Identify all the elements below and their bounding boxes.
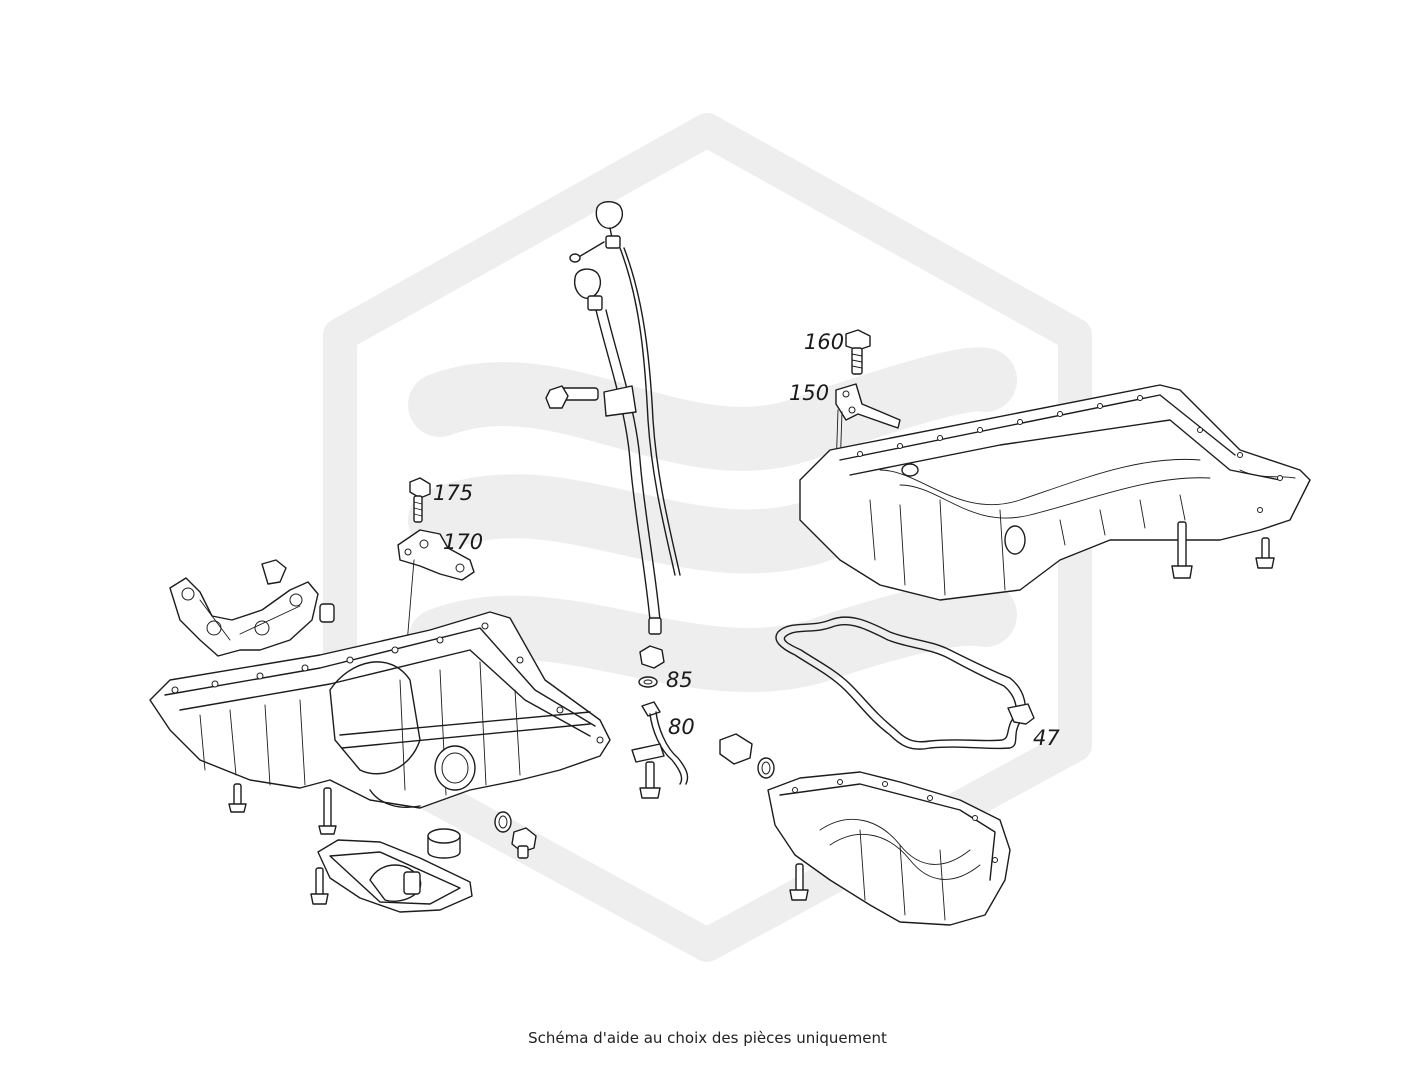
callout-80: 80 — [668, 715, 695, 739]
dipstick-guide-tube — [545, 268, 662, 635]
main-pan-bolts — [228, 783, 337, 835]
drain-plug-right — [719, 733, 775, 779]
pump-cover-plate — [310, 839, 473, 913]
callout-47: 47 — [1033, 726, 1060, 750]
callout-175: 175 — [433, 481, 473, 505]
engine-bracket — [169, 559, 335, 657]
callout-160: 160 — [804, 330, 844, 354]
lower-oil-pan — [767, 771, 1011, 926]
drain-pipe-80 — [631, 701, 689, 799]
oil-dipstick — [569, 201, 681, 576]
bolt-160 — [845, 329, 871, 375]
upper-oil-pan — [799, 384, 1311, 601]
cylinder-plug — [427, 828, 461, 859]
drain-plug-left — [494, 811, 537, 859]
diagram-caption: Schéma d'aide au choix des pièces unique… — [528, 1029, 887, 1047]
callout-170: 170 — [443, 530, 483, 554]
gasket-47 — [775, 616, 1035, 750]
upper-pan-bolts — [1171, 521, 1275, 579]
callout-labels: 160 150 175 170 85 80 47 — [433, 330, 1060, 750]
watermark-logo — [323, 113, 1092, 962]
bracket-170 — [397, 529, 475, 681]
main-oil-pan — [149, 611, 611, 809]
bolt-175 — [409, 477, 431, 523]
seal-ring-85 — [638, 645, 665, 688]
callout-150: 150 — [789, 381, 829, 405]
callout-85: 85 — [666, 668, 693, 692]
